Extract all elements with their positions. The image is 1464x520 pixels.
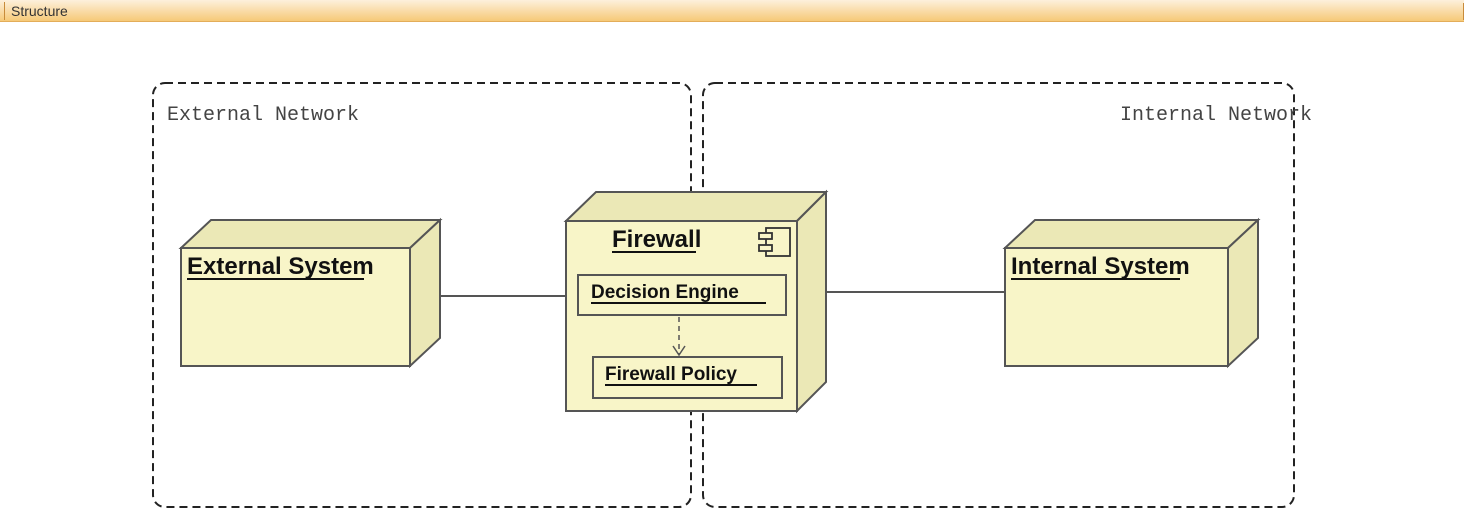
internal-network-label: Internal Network (1120, 104, 1312, 127)
dependency-arrowhead (672, 345, 686, 357)
internal-system-node[interactable]: Internal System (1002, 217, 1261, 369)
decision-engine-component[interactable]: Decision Engine (577, 274, 787, 316)
firewall-node[interactable]: Firewall Decision Engine Firewall Policy (563, 189, 829, 414)
uml-component-icon (758, 227, 791, 257)
external-system-title: External System (187, 253, 374, 280)
internal-network-zone[interactable] (702, 82, 1295, 508)
external-network-label: External Network (167, 104, 359, 127)
firewall-policy-component[interactable]: Firewall Policy (592, 356, 783, 399)
firewall-title: Firewall (612, 226, 701, 253)
external-system-node[interactable]: External System (178, 217, 443, 369)
decision-engine-title: Decision Engine (591, 282, 739, 303)
firewall-policy-title: Firewall Policy (605, 364, 737, 385)
diagram-tab-bar: Structure (0, 0, 1464, 22)
internal-system-title: Internal System (1011, 253, 1190, 280)
tab-structure[interactable]: Structure (4, 2, 68, 20)
